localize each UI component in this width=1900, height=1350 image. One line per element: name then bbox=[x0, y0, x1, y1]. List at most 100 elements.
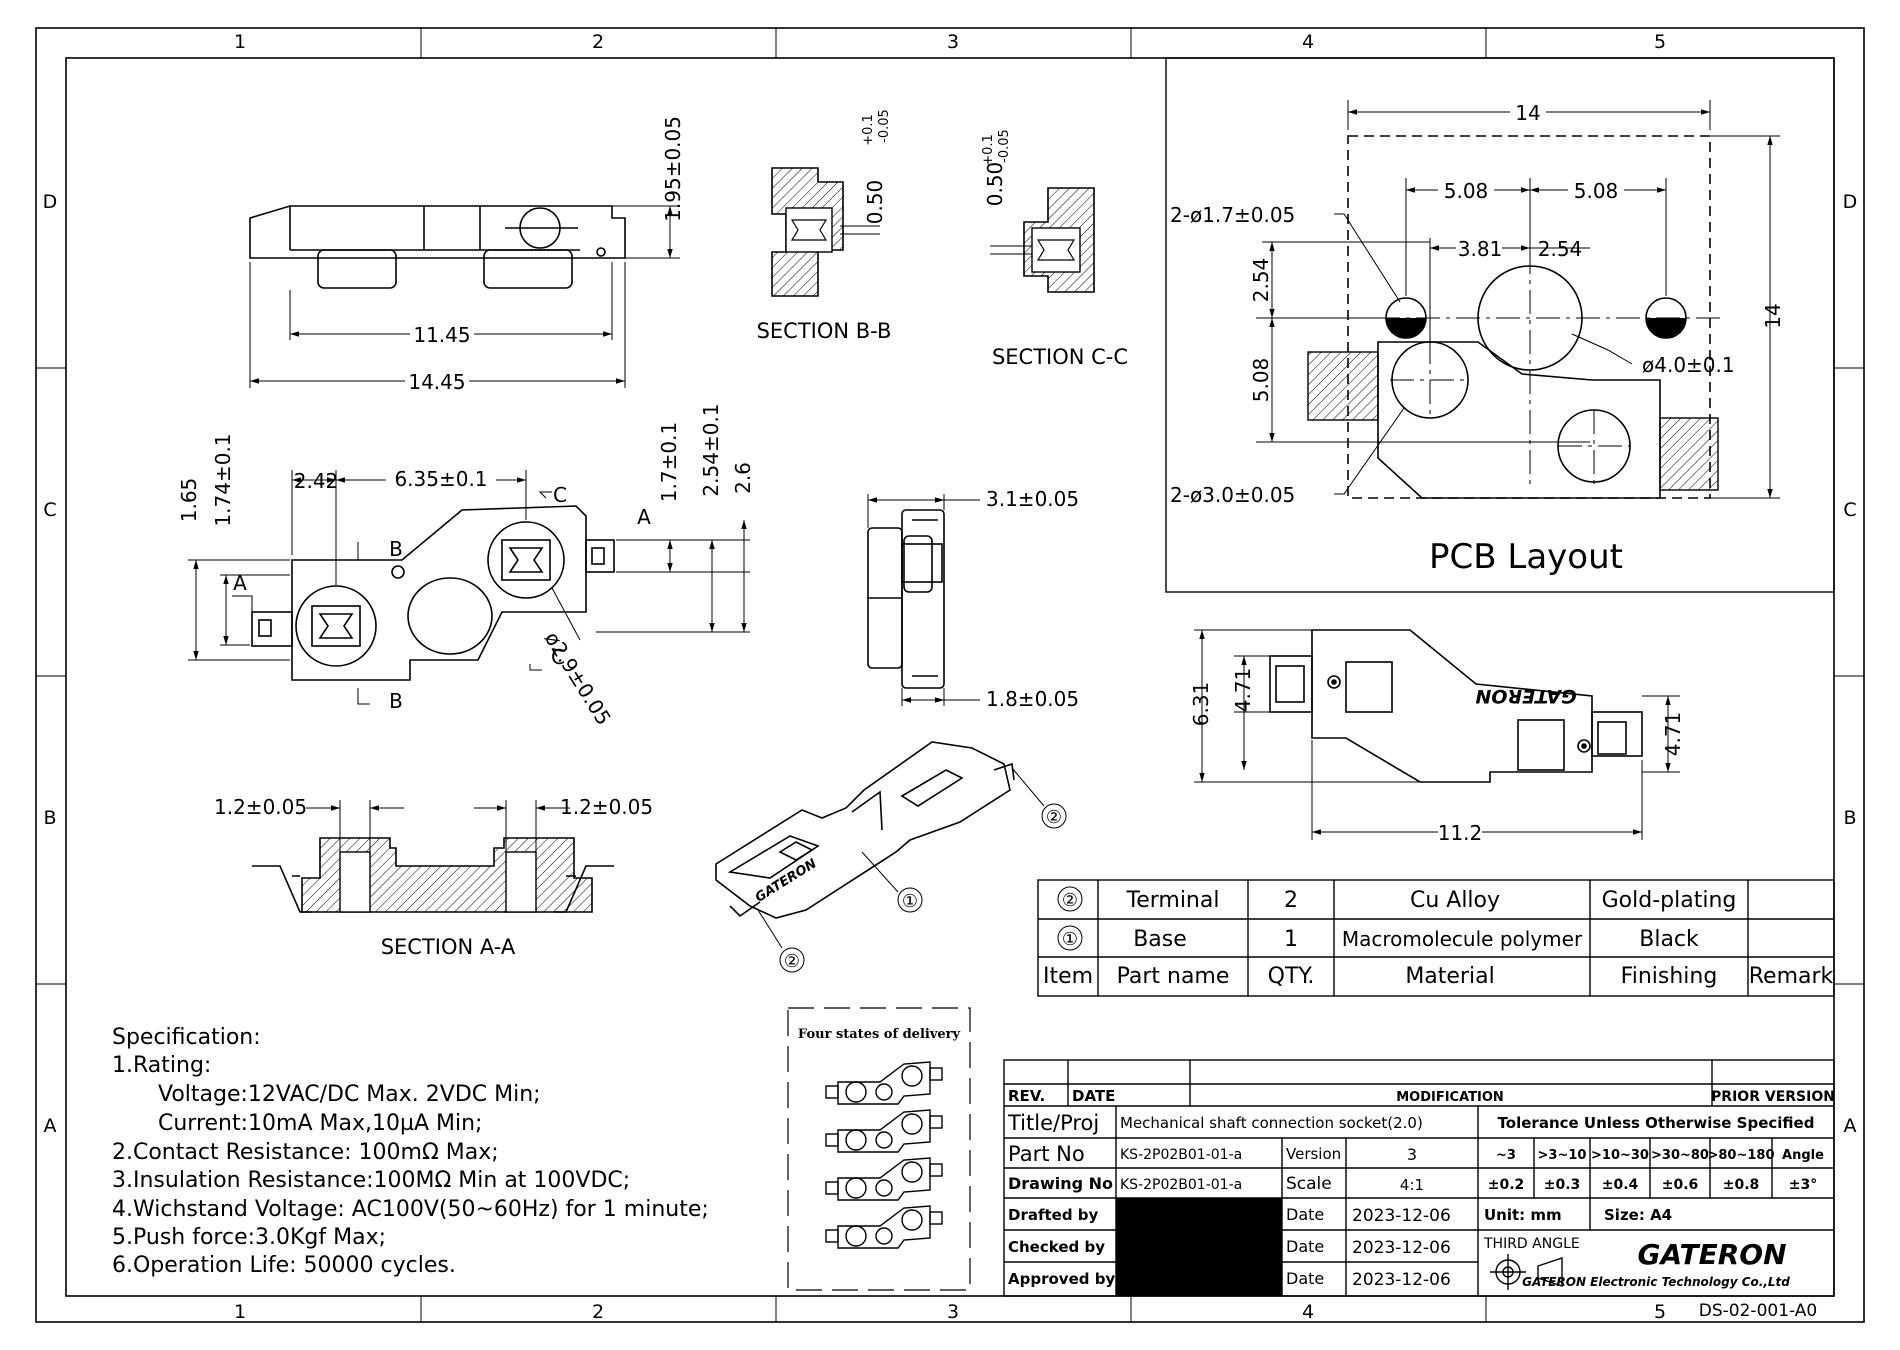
tb-label: Approved by bbox=[1008, 1270, 1115, 1288]
spec-line: 4.Wichstand Voltage: AC100V(50~60Hz) for… bbox=[112, 1197, 709, 1222]
drawing-number: DS-02-001-A0 bbox=[1699, 1301, 1817, 1321]
dim-label: 3.81 bbox=[1458, 237, 1503, 261]
hole-label: 2-ø1.7±0.05 bbox=[1170, 203, 1295, 227]
company-logo: GATERON bbox=[1638, 1238, 1787, 1271]
callout-number: ① bbox=[902, 891, 918, 912]
tol-value: ±0.8 bbox=[1723, 1177, 1760, 1193]
dim-label: 1.2±0.05 bbox=[560, 795, 653, 819]
section-marker: C bbox=[551, 645, 565, 669]
side-view: 3.1±0.05 1.8±0.05 bbox=[867, 487, 1079, 711]
tol-range: >30~80 bbox=[1651, 1148, 1709, 1163]
section-marker: C bbox=[553, 483, 567, 507]
tb-value: KS-2P02B01-01-a bbox=[1120, 1147, 1242, 1163]
tb-label: MODIFICATION bbox=[1396, 1090, 1504, 1105]
column-label: 3 bbox=[947, 31, 959, 53]
dim-label: 5.08 bbox=[1249, 358, 1273, 403]
spec-line: Current:10mA Max,10µA Min; bbox=[158, 1111, 482, 1136]
bom-header: Remark bbox=[1749, 964, 1834, 989]
spec-line: 3.Insulation Resistance:100MΩ Min at 100… bbox=[112, 1168, 630, 1193]
delivery-states: Four states of delivery bbox=[787, 1007, 971, 1291]
delivery-title: Four states of delivery bbox=[798, 1027, 961, 1042]
dim-label: 2.54 bbox=[1538, 237, 1583, 261]
row-label: C bbox=[1843, 499, 1856, 521]
dim-label: 5.08 bbox=[1444, 179, 1489, 203]
dim-tolerance: +0.1 bbox=[861, 114, 876, 146]
dim-label: 14.45 bbox=[408, 370, 465, 394]
tb-date: 2023-12-06 bbox=[1352, 1270, 1451, 1290]
dim-label: 14 bbox=[1761, 303, 1785, 328]
dim-label: 2.42 bbox=[294, 469, 339, 493]
tol-value: ±0.4 bbox=[1602, 1177, 1639, 1193]
tb-label: Drawing No bbox=[1008, 1174, 1113, 1193]
tb-label: Drafted by bbox=[1008, 1206, 1099, 1224]
tol-value: ±0.6 bbox=[1662, 1177, 1699, 1193]
section-marker: B bbox=[389, 689, 403, 713]
callout-number: ② bbox=[784, 951, 800, 972]
row-label: A bbox=[44, 1115, 57, 1137]
title-block: REV. DATE MODIFICATION PRIOR VERSION Tit… bbox=[1003, 1059, 1835, 1297]
third-angle-projection-icon bbox=[1490, 1254, 1563, 1290]
column-label: 2 bbox=[592, 31, 604, 53]
section-title: SECTION A-A bbox=[381, 935, 516, 959]
column-label: 1 bbox=[234, 1301, 246, 1323]
isometric-view: GATERON ② ① ② bbox=[715, 741, 1067, 973]
column-label: 3 bbox=[947, 1301, 959, 1323]
tol-range: >3~10 bbox=[1538, 1148, 1587, 1163]
dim-label: 14 bbox=[1515, 101, 1540, 125]
dim-label: 0.50 bbox=[863, 180, 887, 225]
dim-label: 5.08 bbox=[1574, 179, 1619, 203]
tb-label: Date bbox=[1286, 1237, 1324, 1256]
tb-label: Date bbox=[1286, 1205, 1324, 1224]
dim-label: 6.31 bbox=[1189, 682, 1213, 727]
spec-line: 1.Rating: bbox=[112, 1053, 211, 1078]
tol-range: Angle bbox=[1782, 1148, 1824, 1163]
pcb-title: PCB Layout bbox=[1429, 537, 1623, 577]
tol-range: ~3 bbox=[1496, 1148, 1516, 1163]
row-label: B bbox=[43, 807, 56, 829]
frame-labels: 1 2 3 4 5 1 2 3 4 5 D C B A D C B A bbox=[43, 31, 1858, 1323]
dim-label: 1.65 bbox=[177, 478, 201, 523]
dim-label: 11.45 bbox=[413, 323, 470, 347]
bom-cell: 2 bbox=[1284, 888, 1298, 913]
tol-range: >80~180 bbox=[1707, 1148, 1774, 1163]
spec-line: 2.Contact Resistance: 100mΩ Max; bbox=[112, 1140, 499, 1165]
column-label: 2 bbox=[592, 1301, 604, 1323]
tb-label: DATE bbox=[1072, 1087, 1115, 1105]
dim-label: 2.6 bbox=[731, 462, 755, 494]
tb-label: Scale bbox=[1286, 1174, 1332, 1194]
section-aa: 1.2±0.05 1.2±0.05 SECTION A-A bbox=[214, 795, 653, 959]
tb-date: 2023-12-06 bbox=[1352, 1238, 1451, 1258]
column-label: 5 bbox=[1654, 31, 1666, 53]
callout-number: ② bbox=[1046, 807, 1062, 828]
dim-label: 1.95±0.05 bbox=[661, 116, 685, 222]
bom-header: QTY. bbox=[1268, 964, 1315, 989]
spec-line: 5.Push force:3.0Kgf Max; bbox=[112, 1225, 386, 1250]
section-marker: A bbox=[637, 505, 651, 529]
row-label: A bbox=[1844, 1115, 1857, 1137]
tol-value: ±3° bbox=[1789, 1177, 1817, 1193]
company-name: GATERON Electronic Technology Co.,Ltd bbox=[1522, 1275, 1790, 1289]
redacted-signature bbox=[1116, 1198, 1282, 1296]
section-marker: B bbox=[389, 537, 403, 561]
dim-label: 11.2 bbox=[1438, 821, 1483, 845]
bom-cell: Black bbox=[1639, 927, 1699, 952]
bom-cell: Macromolecule polymer bbox=[1342, 927, 1583, 951]
row-label: D bbox=[1843, 191, 1858, 213]
bom-cell: 1 bbox=[1284, 927, 1298, 952]
drawing-frame bbox=[35, 27, 1865, 1323]
section-title: SECTION B-B bbox=[757, 319, 892, 343]
bom-table: Item Part name QTY. Material Finishing R… bbox=[1037, 879, 1835, 997]
tol-value: ±0.2 bbox=[1488, 1177, 1525, 1193]
tb-label: Part No bbox=[1008, 1142, 1085, 1166]
brand-text: GATERON bbox=[753, 856, 820, 905]
hole-label: ø4.0±0.1 bbox=[1642, 353, 1735, 377]
tb-value: Mechanical shaft connection socket(2.0) bbox=[1120, 1114, 1423, 1132]
row-label: B bbox=[1843, 807, 1856, 829]
dim-label: 0.50 bbox=[983, 162, 1007, 207]
bom-header: Item bbox=[1043, 964, 1093, 989]
tb-label: Unit: mm bbox=[1484, 1206, 1562, 1224]
pcb-layout: 14 5.08 5.08 3.81 2.54 2.54 5.08 14 2-ø1… bbox=[1165, 57, 1835, 593]
tol-range: >10~30 bbox=[1591, 1148, 1649, 1163]
bom-cell: Base bbox=[1133, 927, 1187, 952]
spec-line: 6.Operation Life: 50000 cycles. bbox=[112, 1253, 456, 1278]
